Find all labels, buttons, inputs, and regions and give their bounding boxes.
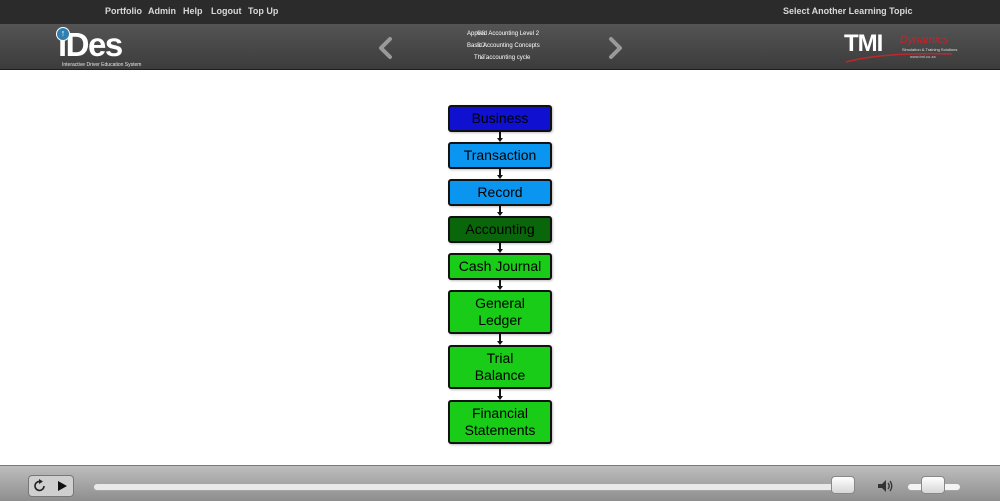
next-button[interactable] <box>606 35 626 61</box>
flow-arrow-head <box>497 212 503 216</box>
replay-button[interactable] <box>31 478 49 494</box>
upload-arrow-icon: ↑ <box>56 27 70 41</box>
course-header: iDes ↑ Interactive Driver Education Syst… <box>0 24 1000 70</box>
volume-icon <box>878 480 893 492</box>
ides-logo-subtitle: Interactive Driver Education System <box>62 62 142 68</box>
flow-connector-line <box>499 169 501 175</box>
flow-connector-line <box>499 243 501 249</box>
specific-outcome-key: SO: <box>476 43 487 49</box>
unit-standard-row: US: Applied Accounting Level 2 <box>430 29 570 39</box>
volume-slider-handle[interactable] <box>921 476 945 494</box>
flow-arrow-head <box>497 396 503 400</box>
flow-step-box: Record <box>448 179 552 206</box>
flow-step-label: General Ledger <box>475 295 525 328</box>
flow-connector-line <box>499 334 501 341</box>
flow-step-box: Cash Journal <box>448 253 552 280</box>
playback-controls <box>28 475 74 497</box>
tmi-dynamics-logo: TMI Dynamics Simulation & Training Solut… <box>844 30 958 64</box>
flow-step-label: Transaction <box>463 147 537 163</box>
select-learning-topic-link[interactable]: Select Another Learning Topic <box>783 6 913 16</box>
flow-connector-line <box>499 389 501 396</box>
flow-step-box: General Ledger <box>448 290 552 334</box>
flow-step-box: Accounting <box>448 216 552 243</box>
tmi-tagline: Simulation & Training Solutions <box>902 47 958 52</box>
flow-step-box: Trial Balance <box>448 345 552 389</box>
learning-topic-key: LT: <box>479 55 487 61</box>
learning-topic-row: LT: The accounting cycle <box>430 53 570 63</box>
progress-bar[interactable] <box>93 483 855 491</box>
media-player-bar <box>0 465 1000 501</box>
swoosh-graphic <box>845 52 953 63</box>
volume-button[interactable] <box>876 477 894 495</box>
chevron-right-icon <box>609 37 622 59</box>
nav-link-logout[interactable]: Logout <box>211 6 242 16</box>
flow-step-label: Business <box>471 110 529 126</box>
top-navigation-bar: Portfolio Admin Help Logout Top Up Selec… <box>0 0 1000 24</box>
nav-link-admin[interactable]: Admin <box>148 6 176 16</box>
tmi-logo-text: TMI <box>844 30 883 57</box>
flow-step-label: Trial Balance <box>474 350 526 383</box>
flow-step-label: Record <box>477 184 523 200</box>
previous-button[interactable] <box>375 35 395 61</box>
flow-step-box: Business <box>448 105 552 132</box>
flow-arrow-head <box>497 138 503 142</box>
flow-arrow-head <box>497 286 503 290</box>
flow-connector-line <box>499 280 501 286</box>
play-button[interactable] <box>53 478 71 494</box>
play-icon <box>58 481 67 491</box>
flow-step-box: Financial Statements <box>448 400 552 444</box>
ides-logo: iDes ↑ Interactive Driver Education Syst… <box>55 26 165 70</box>
replay-icon <box>34 479 45 492</box>
flow-step-box: Transaction <box>448 142 552 169</box>
flow-connector-line <box>499 132 501 138</box>
unit-standard-key: US: <box>476 31 487 37</box>
flow-arrow-head <box>497 175 503 179</box>
flow-connector-line <box>499 206 501 212</box>
flow-step-label: Financial Statements <box>464 405 536 438</box>
nav-link-help[interactable]: Help <box>183 6 203 16</box>
chevron-left-icon <box>379 37 392 59</box>
flow-arrow-head <box>497 249 503 253</box>
flow-step-label: Accounting <box>465 221 535 237</box>
specific-outcome-row: SO: Basic Accounting Concepts <box>430 41 570 51</box>
learning-topic-value: The accounting cycle <box>474 55 531 61</box>
progress-scrubber-handle[interactable] <box>831 476 855 494</box>
tmi-url: www.tmi.co.za <box>910 54 936 59</box>
tmi-dynamics-text: Dynamics <box>900 34 949 46</box>
nav-link-top-up[interactable]: Top Up <box>248 6 279 16</box>
flow-step-label: Cash Journal <box>458 258 542 274</box>
unit-standard-value: Applied Accounting Level 2 <box>467 31 540 37</box>
nav-link-portfolio[interactable]: Portfolio <box>105 6 142 16</box>
flow-arrow-head <box>497 341 503 345</box>
specific-outcome-value: Basic Accounting Concepts <box>467 43 540 49</box>
